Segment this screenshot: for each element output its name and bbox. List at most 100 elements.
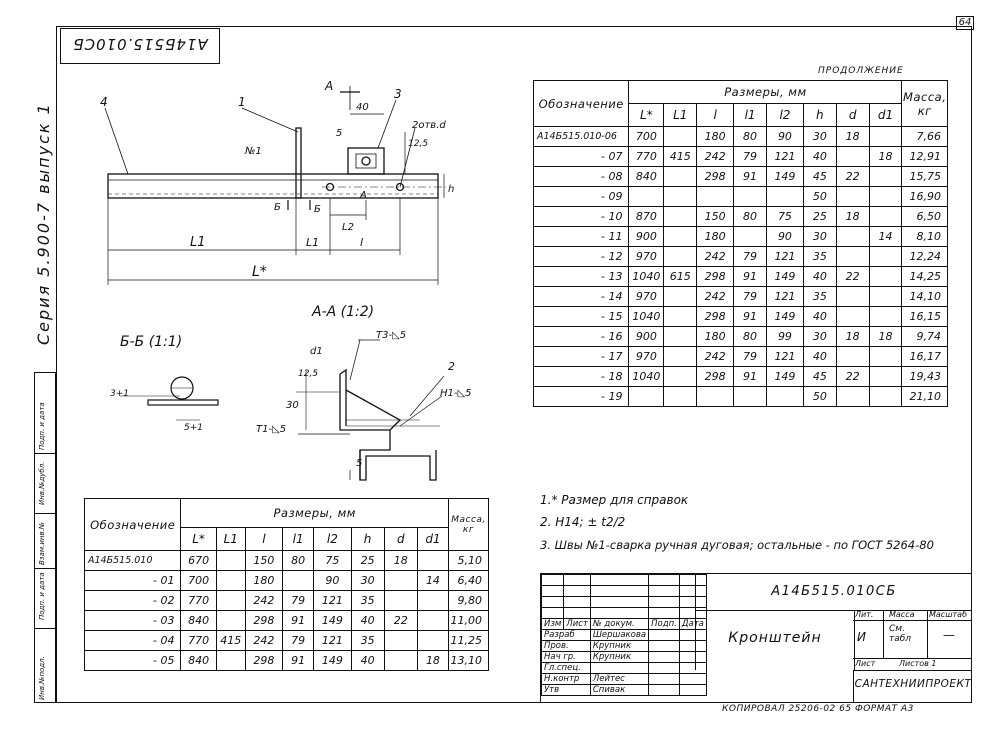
top-cell-11-0: - 17	[532, 346, 630, 367]
top-cell-13-1	[628, 386, 665, 407]
top-cell-2-6: 45	[802, 166, 837, 187]
top-cell-6-3: 242	[696, 246, 735, 267]
top-cell-0-5: 90	[765, 126, 804, 147]
top-cell-12-6: 45	[802, 366, 837, 387]
tb-person-0: Шершакова	[589, 629, 650, 641]
top-cell-4-1: 870	[628, 206, 665, 227]
bottom-cell-3-7: 22	[383, 610, 418, 631]
top-cell-7-2: 615	[663, 266, 698, 287]
dim-12-5: 12,5	[408, 139, 428, 149]
weld-mark: №1	[244, 146, 262, 157]
tb-mass-value: См. табл	[889, 624, 912, 644]
top-cell-2-9: 15,75	[901, 166, 948, 187]
bottom-cell-3-1: 840	[180, 610, 217, 631]
view-aa-h1: Н1-◺5	[440, 388, 472, 399]
top-cell-1-3: 242	[696, 146, 735, 167]
top-col-sizes: Размеры, мм	[628, 80, 903, 104]
top-cell-11-3: 242	[696, 346, 735, 367]
top-cell-13-2	[663, 386, 698, 407]
tb-lit-label: Лит.	[855, 610, 874, 619]
tb-sheets-label: Листов 1	[899, 659, 937, 668]
bottom-cell-5-9: 13,10	[448, 650, 489, 671]
top-cell-6-7	[835, 246, 870, 267]
bottom-subcol-2: l	[244, 527, 284, 551]
note-3: 3. Швы №1-сварка ручная дуговая; остальн…	[540, 538, 934, 552]
top-cell-10-8: 18	[868, 326, 903, 347]
top-cell-7-3: 298	[696, 266, 735, 287]
dim-L-star: L*	[252, 264, 267, 280]
top-cell-8-8	[868, 286, 903, 307]
top-cell-6-2	[663, 246, 698, 267]
tb-empty-5-0	[648, 684, 680, 696]
top-cell-10-9: 9,74	[901, 326, 948, 347]
top-cell-8-0: - 14	[532, 286, 630, 307]
bottom-cell-0-1: 670	[180, 550, 217, 571]
top-cell-4-8	[868, 206, 903, 227]
top-cell-8-9: 14,10	[901, 286, 948, 307]
top-cell-4-4: 80	[733, 206, 767, 227]
top-cell-13-9: 21,10	[901, 386, 948, 407]
bottom-cell-1-9: 6,40	[448, 570, 489, 591]
bottom-cell-1-8: 14	[416, 570, 450, 591]
top-cell-0-2	[663, 126, 698, 147]
tb-empty-3-0	[648, 662, 680, 674]
tb-empty-2-0	[648, 651, 680, 663]
bottom-cell-4-0: - 04	[83, 630, 182, 651]
tb-role-5: Утв	[541, 684, 591, 696]
tb-doc-code: А14Б515.010СБ	[771, 584, 897, 599]
dim-l: l	[360, 236, 363, 249]
top-cell-10-5: 99	[765, 326, 804, 347]
tb-mass-label: Масса	[889, 610, 915, 619]
top-cell-6-6: 35	[802, 246, 837, 267]
top-cell-6-1: 970	[628, 246, 665, 267]
top-cell-7-9: 14,25	[901, 266, 948, 287]
top-cell-6-4: 79	[733, 246, 767, 267]
bottom-cell-5-5: 149	[313, 650, 352, 671]
bottom-cell-0-2	[215, 550, 246, 571]
tb-doc-code-cell: А14Б515.010СБ	[695, 574, 972, 611]
view-aa-d1: d1	[310, 346, 323, 357]
tb-scale-value: —	[943, 628, 955, 642]
bottom-col-sizes: Размеры, мм	[180, 498, 449, 528]
top-cell-7-6: 40	[802, 266, 837, 287]
bottom-cell-1-4	[282, 570, 315, 591]
bottom-cell-3-8	[416, 610, 450, 631]
top-cell-5-7	[835, 226, 870, 247]
beam-part-4	[107, 173, 439, 199]
top-cell-12-5: 149	[765, 366, 804, 387]
bottom-cell-4-6: 35	[350, 630, 385, 651]
top-cell-1-9: 12,91	[901, 146, 948, 167]
top-cell-2-7: 22	[835, 166, 870, 187]
top-cell-3-5	[765, 186, 804, 207]
dim-L1: L1	[190, 235, 206, 250]
top-cell-5-1: 900	[628, 226, 665, 247]
top-cell-6-8	[868, 246, 903, 267]
bottom-cell-2-4: 79	[282, 590, 315, 611]
view-aa-t1: Т1-◺5	[256, 424, 286, 435]
bottom-cell-2-1: 770	[180, 590, 217, 611]
top-cell-3-1	[628, 186, 665, 207]
top-cell-10-7: 18	[835, 326, 870, 347]
top-cell-7-0: - 13	[532, 266, 630, 287]
top-cell-3-6: 50	[802, 186, 837, 207]
top-cell-4-5: 75	[765, 206, 804, 227]
bottom-cell-0-8	[416, 550, 450, 571]
bottom-cell-2-9: 9,80	[448, 590, 489, 611]
top-cell-6-0: - 12	[532, 246, 630, 267]
top-cell-1-4: 79	[733, 146, 767, 167]
top-cell-3-3	[696, 186, 735, 207]
top-cell-12-3: 298	[696, 366, 735, 387]
part-label-4: 4	[100, 95, 108, 109]
tb-role-4: Н.контр	[541, 673, 591, 685]
top-col-mass: Масса, кг	[901, 80, 948, 127]
top-cell-9-2	[663, 306, 698, 327]
top-cell-9-9: 16,15	[901, 306, 948, 327]
bottom-cell-0-4: 80	[282, 550, 315, 571]
tb-role-1: Пров.	[541, 640, 591, 652]
